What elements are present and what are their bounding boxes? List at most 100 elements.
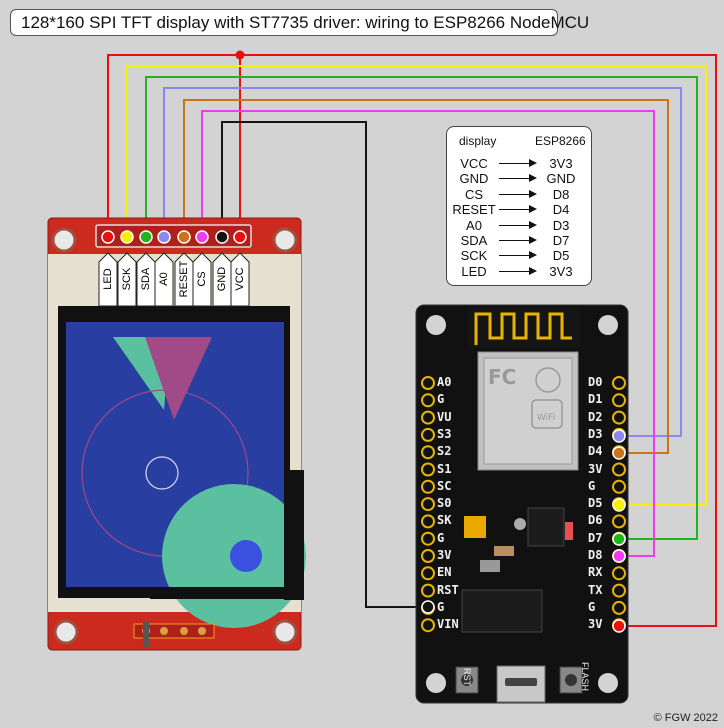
wires: [107, 54, 717, 627]
copyright: © FGW 2022: [653, 712, 718, 724]
board-hole-tr: [598, 315, 618, 335]
dot-d8: [612, 549, 626, 563]
pin-label-tags: [98, 252, 250, 307]
right-pin-pad: [612, 600, 626, 615]
nodemcu-right-pin-label: D2: [588, 409, 603, 424]
nodemcu-left-pin-label: RST: [437, 582, 459, 597]
mapping-header-display: display: [459, 134, 497, 148]
nodemcu-board: FC WiFi: [415, 304, 629, 704]
left-pin-pad: [421, 479, 435, 494]
component-red: [565, 522, 573, 540]
display-pin-label: RESET: [175, 256, 193, 302]
mapping-esp-pin: D8: [552, 186, 570, 202]
right-pin-pad: [612, 566, 626, 581]
arrow-right-icon: [499, 220, 537, 229]
nodemcu-right-pin-label: D8: [588, 548, 603, 562]
left-pin-header: [421, 376, 435, 633]
right-pin-pad: [612, 514, 626, 529]
display-pin-label: VCC: [231, 256, 249, 302]
screen-triangle-magenta: [145, 337, 212, 420]
nodemcu-right-pin-label: D3: [588, 426, 603, 441]
rst-label: RST: [462, 668, 472, 686]
board-hole-tl: [426, 315, 446, 335]
arrow-right-icon: [499, 251, 537, 260]
mapping-display-pin: VCC: [460, 156, 488, 171]
display-pin-text: SDA: [140, 267, 152, 291]
display-pin-text: GND: [216, 266, 228, 292]
nodemcu-right-pin-label: D1: [588, 392, 603, 407]
nodemcu-left-pin-label: G: [437, 392, 445, 407]
arrow-right-icon: [499, 266, 537, 275]
nodemcu-left-pin-label: SC: [437, 478, 452, 493]
nodemcu-right-pin-label: G: [588, 599, 596, 614]
display-pin-label: GND: [213, 256, 231, 302]
left-pin-pad: [421, 445, 435, 460]
wire-blue-a0: [163, 87, 682, 437]
right-pin-pad: [612, 462, 626, 477]
display-pin-text: CS: [196, 271, 208, 287]
antenna-trace: [474, 312, 572, 345]
left-pin-pad: [421, 497, 435, 512]
cap-yellow: [464, 516, 486, 538]
display-pin-text: SCK: [121, 267, 133, 291]
mapping-esp-pin: 3V3: [549, 156, 573, 171]
display-pin-dot: [120, 230, 134, 244]
nodemcu-right-pin-label: D0: [588, 375, 603, 389]
dot-g: [421, 600, 435, 614]
mapping-display-pin: SDA: [460, 233, 488, 248]
board-hole-br: [598, 673, 618, 693]
display-pin-label: A0: [155, 256, 173, 302]
nodemcu-right-pin-label: D6: [588, 513, 603, 528]
mapping-display-pin: CS: [464, 186, 484, 202]
mapping-row: A0 D3: [447, 218, 593, 233]
display-pin-dot: [195, 230, 209, 244]
right-pin-pad: [612, 376, 626, 390]
nodemcu-left-pin-label: SK: [437, 513, 452, 528]
left-pin-pad: [421, 514, 435, 529]
mapping-esp-pin: D3: [552, 217, 570, 233]
left-pin-pad: [421, 376, 435, 390]
display-pin-text: VCC: [234, 267, 246, 291]
right-pin-pad: [612, 479, 626, 494]
wire-magenta-cs: [201, 110, 655, 557]
nodemcu-right-pin-label: D7: [588, 530, 603, 545]
bottom-header: [133, 622, 215, 648]
left-pin-pad: [421, 462, 435, 477]
wire-green-sda: [145, 76, 698, 540]
display-pin-dot: [233, 230, 247, 244]
mapping-display-pin: A0: [466, 217, 482, 233]
mapping-header-esp: ESP8266: [535, 134, 586, 148]
screen-mask: [284, 470, 304, 600]
board-hole-bl: [426, 673, 446, 693]
mapping-row: CS D8: [447, 187, 593, 202]
nodemcu-left-pin-label: EN: [437, 565, 452, 580]
mapping-esp-pin: GND: [546, 171, 576, 187]
display-pin-dot: [177, 230, 191, 244]
arrow-right-icon: [499, 205, 537, 214]
left-pin-pad: [421, 393, 435, 408]
junction-dot: [235, 50, 245, 60]
right-pin-pad: [612, 393, 626, 408]
left-pin-pad: [421, 583, 435, 598]
nodemcu-left-pin-label: G: [437, 530, 445, 545]
wifi-logo-text: WiFi: [537, 413, 555, 423]
display-pin-dots: [101, 230, 247, 244]
wifi-logo-box: [531, 399, 563, 429]
nodemcu-left-pin-label: VIN: [437, 617, 459, 632]
arrow-right-icon: [499, 174, 537, 183]
display-pin-text: RESET: [178, 260, 190, 298]
dot-d5: [612, 498, 626, 512]
svg-text:FC: FC: [488, 365, 516, 389]
nodemcu-left-pin-label: G: [437, 599, 445, 614]
display-pin-dot: [101, 230, 115, 244]
display-pin-label: SCK: [118, 256, 136, 302]
left-pin-pad: [421, 566, 435, 581]
left-pin-pad: [421, 531, 435, 546]
